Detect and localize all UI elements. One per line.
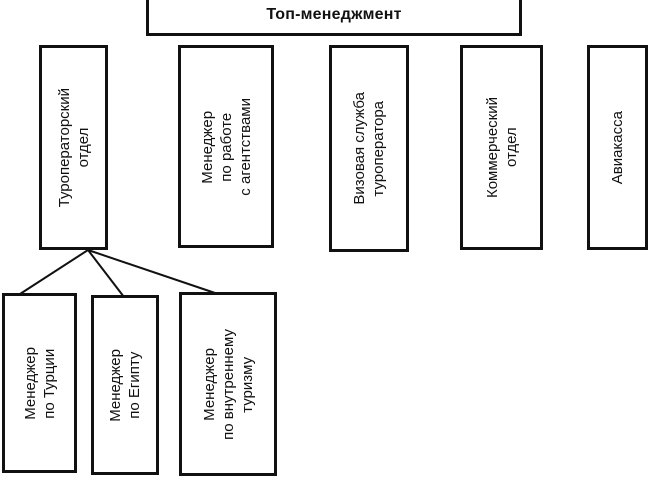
connector-line-egypt xyxy=(87,249,125,298)
top-management-box: Топ-менеджмент xyxy=(146,0,522,36)
agency-manager-label: Менеджер по работе с агентствами xyxy=(198,97,254,196)
tour-operator-department-box: Туроператорский отдел xyxy=(39,45,108,250)
manager-egypt-box: Менеджер по Египту xyxy=(91,295,159,475)
manager-turkey-box: Менеджер по Турции xyxy=(2,293,77,473)
commercial-department-label: Коммерческий отдел xyxy=(483,96,520,199)
ticket-office-box: Авиакасса xyxy=(587,45,648,250)
manager-domestic-label: Менеджер по внутреннему туризму xyxy=(200,328,256,440)
agency-manager-box: Менеджер по работе с агентствами xyxy=(178,45,274,248)
manager-egypt-label: Менеджер по Египту xyxy=(107,348,143,422)
manager-turkey-label: Менеджер по Турции xyxy=(21,346,58,420)
connector-line-domestic xyxy=(87,249,219,295)
tour-operator-department-label: Туроператорский отдел xyxy=(55,87,92,208)
top-management-label: Топ-менеджмент xyxy=(266,6,402,23)
visa-service-label: Визовая служба туроператора xyxy=(351,92,387,205)
visa-service-box: Визовая служба туроператора xyxy=(329,45,409,252)
connector-line-turkey xyxy=(19,249,89,295)
manager-domestic-box: Менеджер по внутреннему туризму xyxy=(179,292,277,476)
commercial-department-box: Коммерческий отдел xyxy=(460,45,543,250)
ticket-office-label: Авиакасса xyxy=(609,110,626,185)
